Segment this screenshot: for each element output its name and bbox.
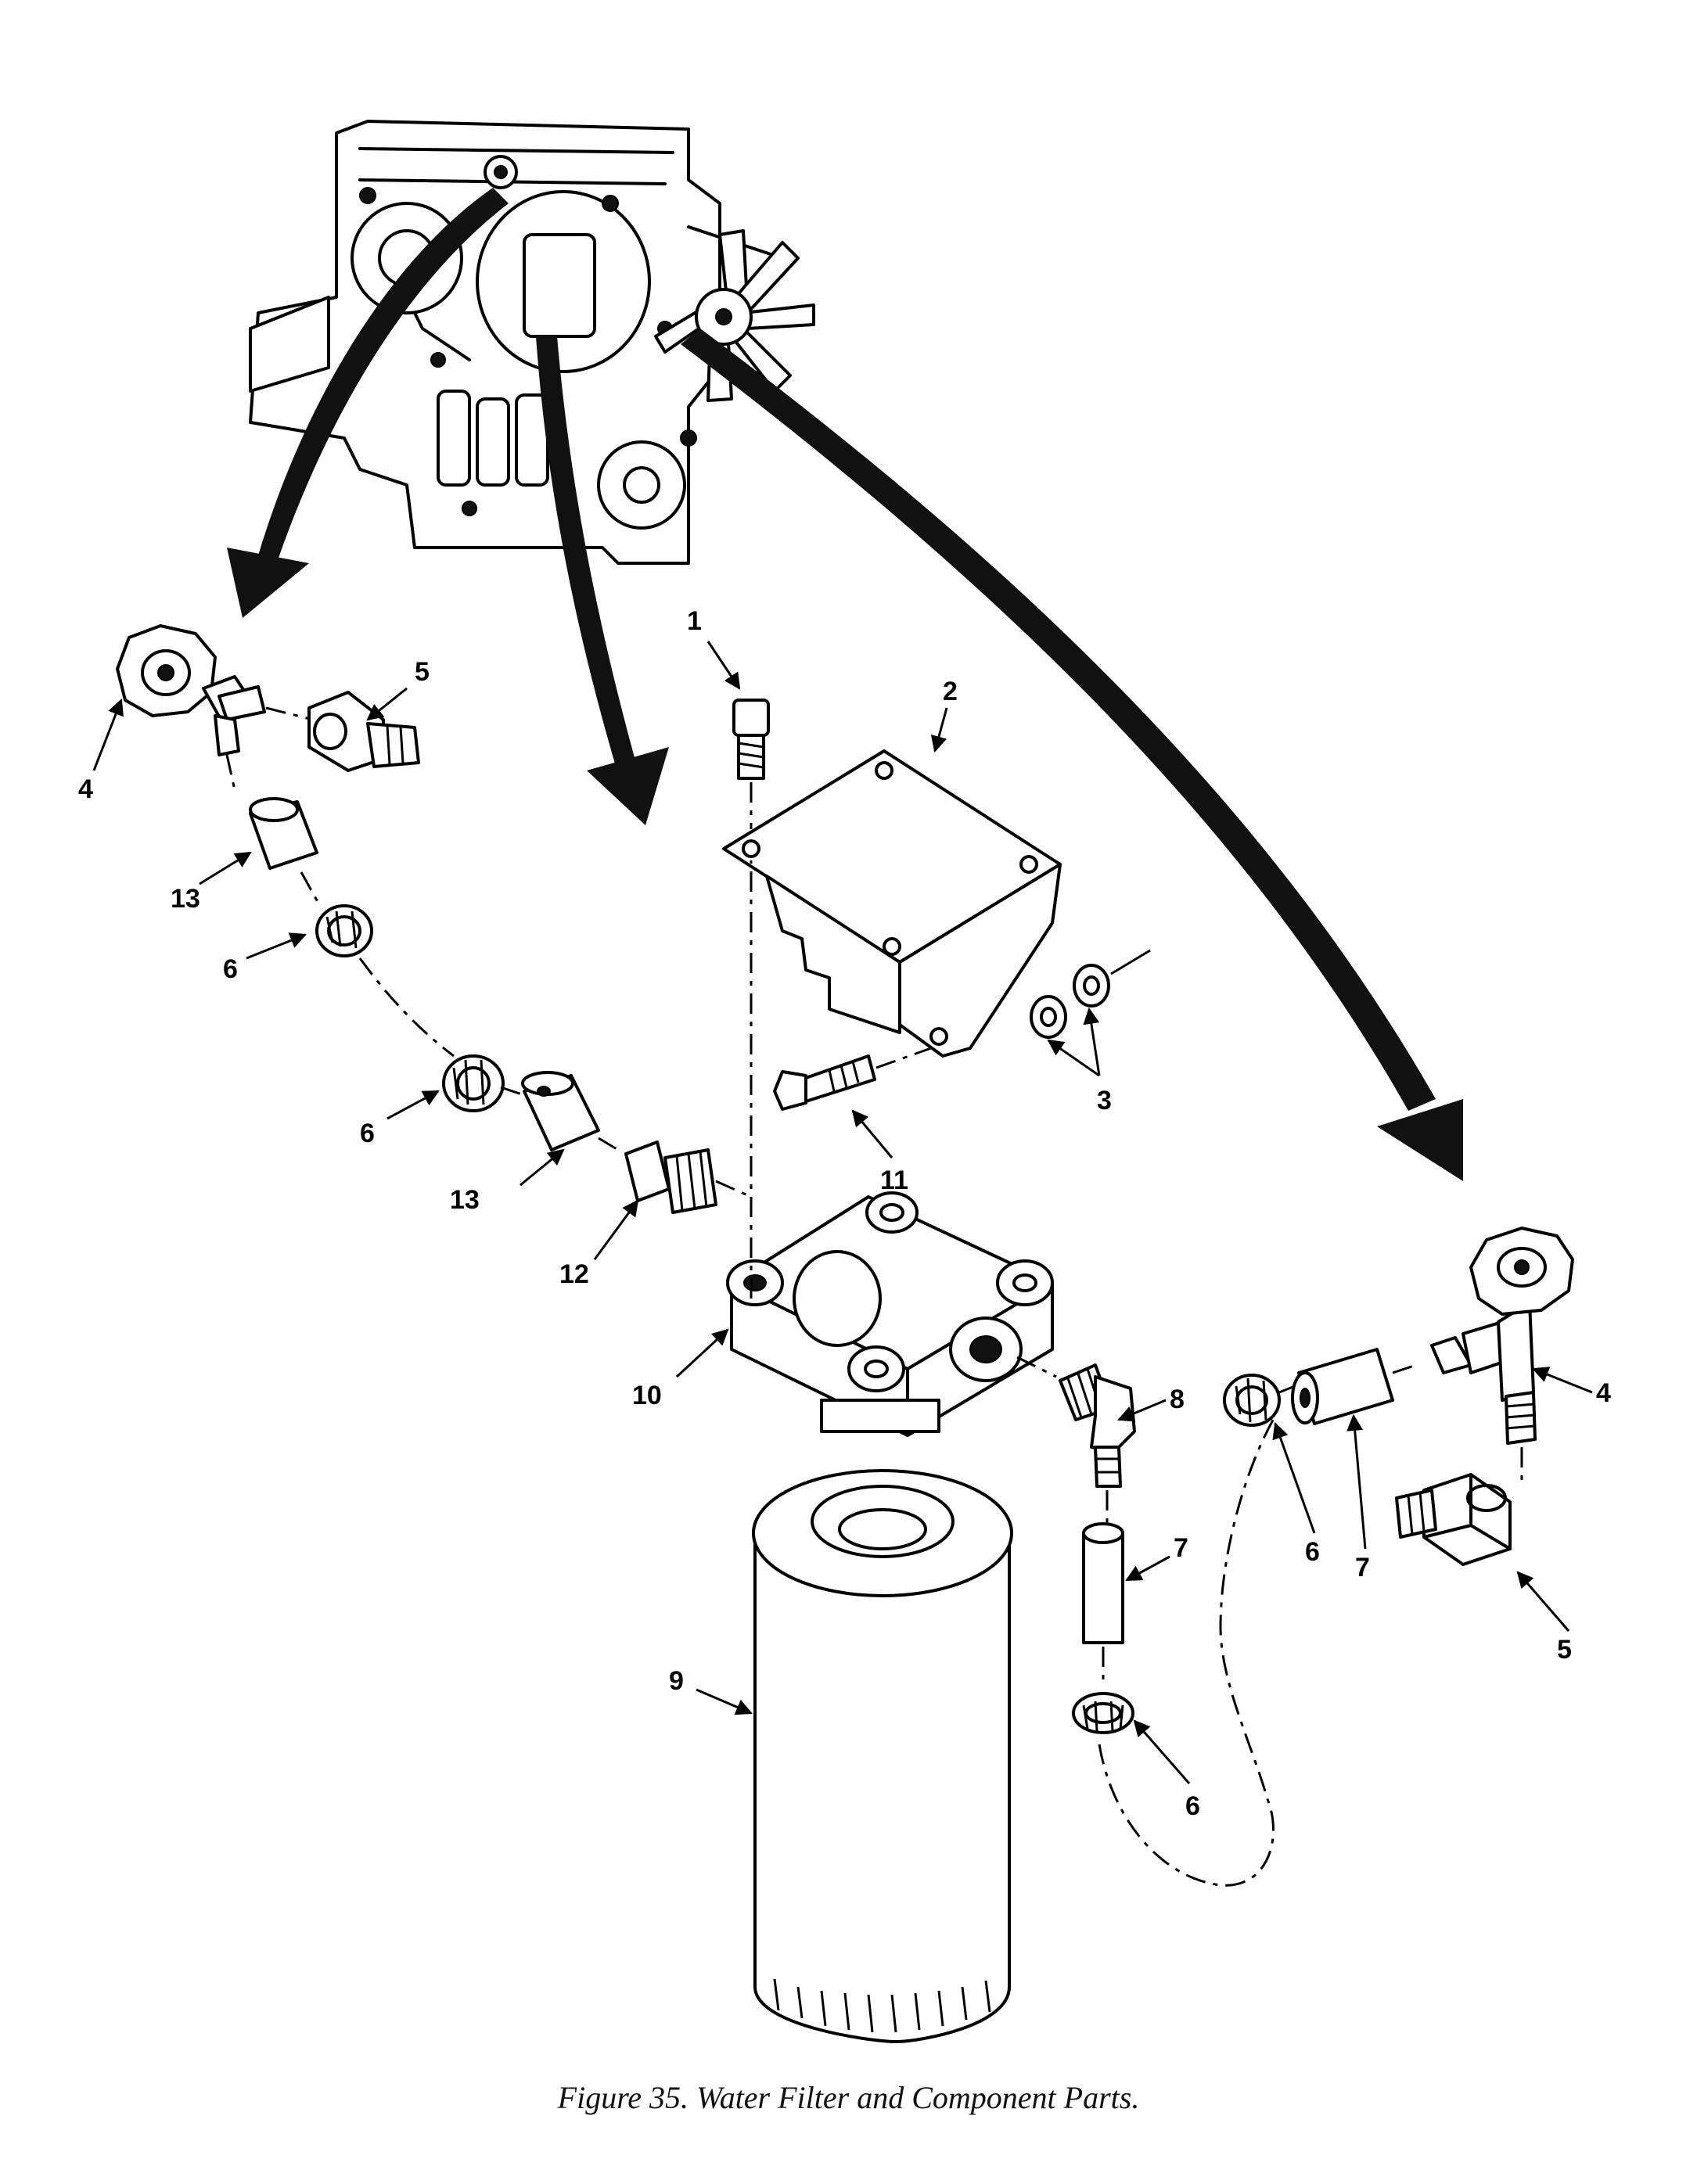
callout-label: 8 — [1170, 1385, 1185, 1414]
part-13-hose-upper — [249, 797, 322, 908]
callout-label: 5 — [1557, 1635, 1572, 1665]
callout-label: 13 — [171, 884, 200, 914]
part-4-valve-left — [116, 624, 314, 791]
callout-label: 3 — [1097, 1086, 1112, 1115]
callout-label: 11 — [880, 1166, 908, 1195]
callout-label: 7 — [1174, 1533, 1188, 1563]
center-arrow — [536, 336, 669, 825]
part-4-valve-right — [1430, 1227, 1574, 1486]
callout-label: 12 — [559, 1259, 589, 1289]
part-7-hose-right — [1291, 1348, 1417, 1425]
part-7-hose-center — [1082, 1522, 1124, 1682]
callout-label: 6 — [1185, 1791, 1200, 1821]
part-3-washers — [1030, 949, 1151, 1039]
part-6-clamp-upper — [315, 904, 455, 1058]
part-2-bracket — [722, 749, 1062, 1058]
part-9-filter — [752, 1469, 1013, 2043]
callout-label: 6 — [360, 1119, 375, 1148]
callout-label: 1 — [687, 606, 702, 636]
left-arrow — [227, 188, 509, 618]
callout-label: 9 — [669, 1666, 684, 1696]
callout-label: 4 — [78, 774, 93, 804]
part-10-filter-head — [726, 860, 1057, 1437]
callout-label: 10 — [632, 1381, 662, 1410]
engine-illustration — [249, 120, 784, 565]
part-11-bolt — [773, 1047, 932, 1111]
callout-label: 6 — [223, 954, 238, 984]
part-1-bolt — [732, 699, 770, 829]
callout-label: 2 — [943, 677, 958, 706]
part-6-clamp-middle — [442, 1054, 525, 1112]
leader-lines — [92, 641, 1593, 1784]
part-6-clamp-right — [1223, 1374, 1300, 1427]
callout-label: 6 — [1305, 1537, 1320, 1567]
callout-label: 7 — [1355, 1553, 1370, 1582]
callout-label: 4 — [1596, 1378, 1611, 1408]
callout-label: 5 — [415, 657, 430, 687]
part-13-hose-lower — [521, 1071, 619, 1151]
figure-caption: Figure 35. Water Filter and Component Pa… — [557, 2080, 1140, 2115]
callout-label: 13 — [450, 1185, 480, 1215]
part-5-elbow-left — [307, 691, 420, 772]
part-6-clamp-center-lower — [1072, 1415, 1277, 1887]
part-8-elbow — [1059, 1363, 1136, 1525]
callout-labels: 1 2 3 4 5 13 6 6 13 12 11 10 8 7 9 6 4 7… — [78, 606, 1611, 1821]
part-12-fitting — [624, 1140, 752, 1214]
part-5-elbow-right — [1395, 1473, 1512, 1566]
right-arrow — [681, 329, 1463, 1181]
